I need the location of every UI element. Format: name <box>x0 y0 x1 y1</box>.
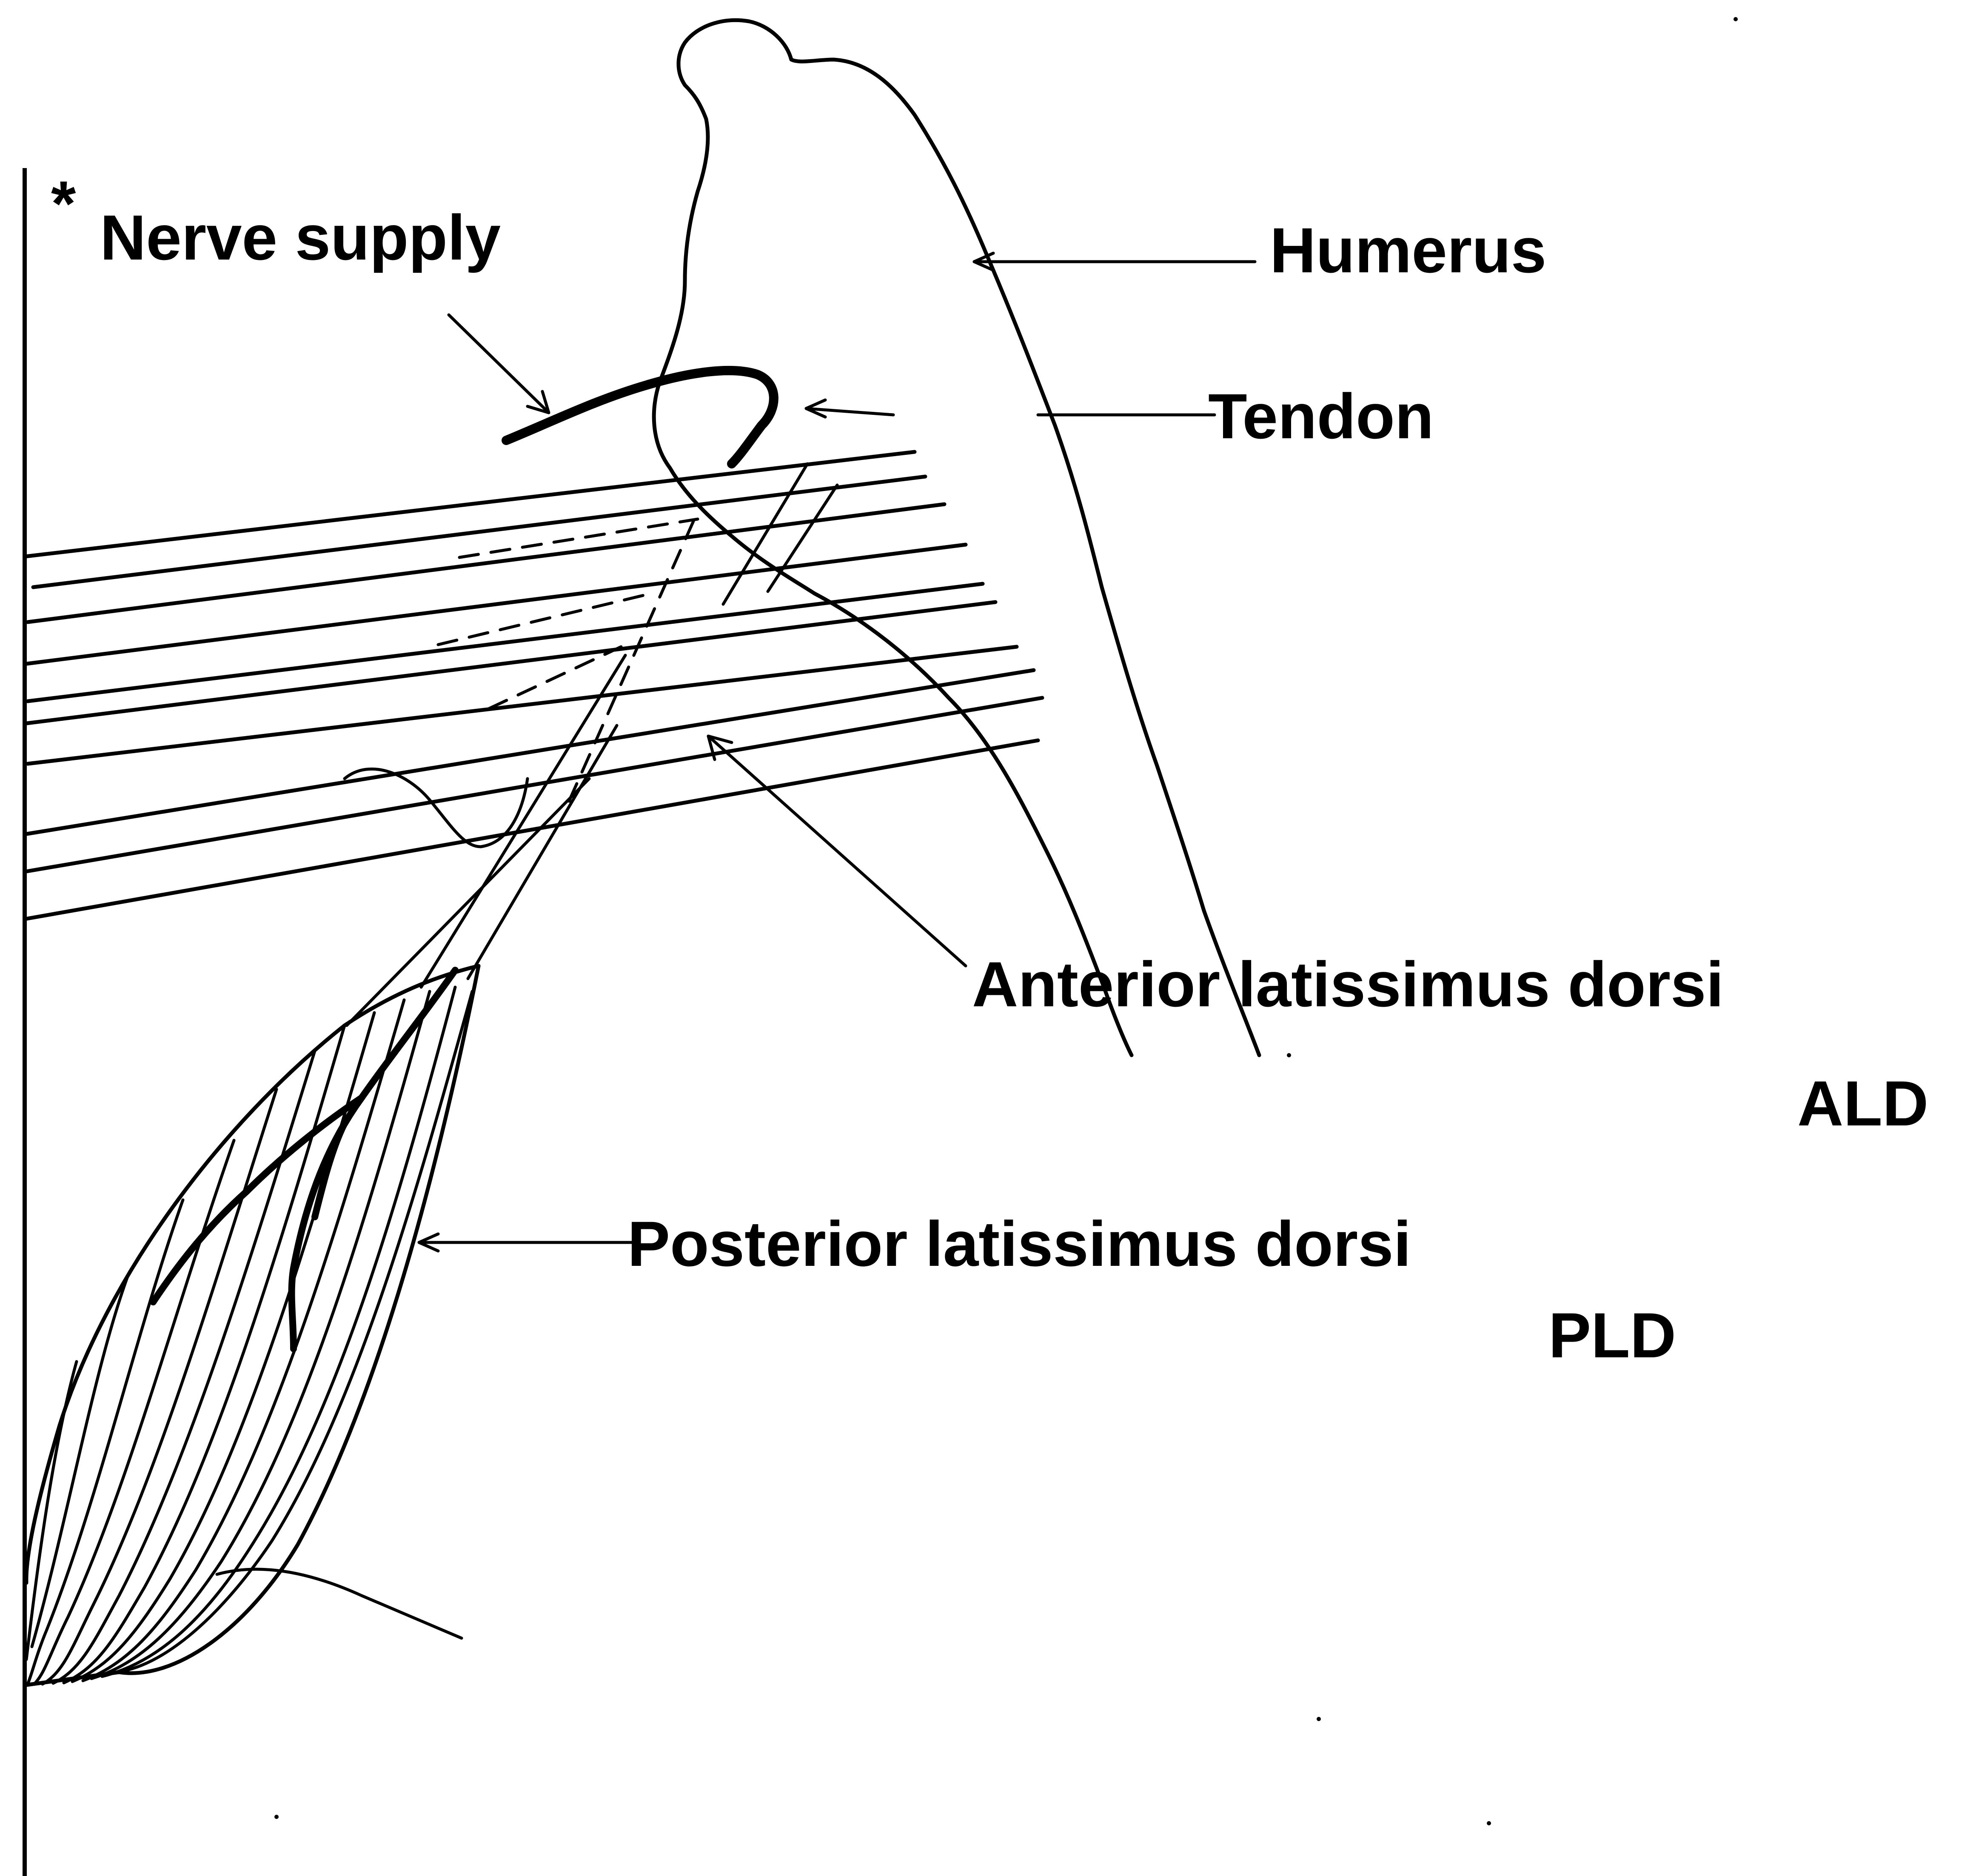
leader-lines <box>419 253 1255 1251</box>
nerve-supply-label: Nerve supply <box>100 202 501 273</box>
scan-specks <box>274 17 1738 1825</box>
ald-label: ALD <box>1797 1068 1928 1139</box>
posterior-latissimus-dorsi-fan <box>26 966 479 1685</box>
anterior-latissimus-dorsi-bands <box>25 452 1042 919</box>
tendon <box>723 464 837 604</box>
anterior-latissimus-dorsi-label: Anterior latissimus dorsi <box>972 948 1724 1020</box>
humerus-label: Humerus <box>1270 214 1546 286</box>
nerve-supply-asterisk: * <box>51 168 76 239</box>
pld-label: PLD <box>1548 1299 1676 1371</box>
humerus-bone <box>654 20 1259 1055</box>
posterior-latissimus-dorsi-label: Posterior latissimus dorsi <box>627 1208 1411 1279</box>
tendon-label: Tendon <box>1208 380 1434 452</box>
nerve-supply-nerve <box>506 371 774 464</box>
